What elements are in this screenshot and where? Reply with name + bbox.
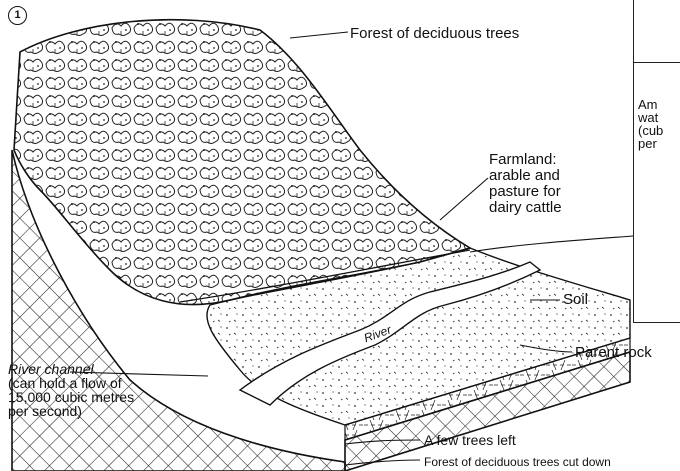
label-river-channel-title: River channel [8,362,134,376]
label-soil: Soil [563,292,588,307]
inset-divider [633,62,680,63]
label-river-channel-line: 15,000 cubic metres [8,390,134,404]
inset-line: per [638,137,663,150]
label-farmland-line: Farmland: [489,152,562,168]
inset-text: Am wat (cub per [638,98,663,150]
label-trees-cut-down: Forest of deciduous trees cut down [424,456,611,468]
label-farmland-line: dairy cattle [489,200,562,216]
label-few-trees: A few trees left [424,433,516,448]
label-river-channel-line: (can hold a flow of [8,376,134,390]
forest-slope [14,20,470,305]
label-river-channel: River channel (can hold a flow of 15,000… [8,362,134,418]
label-farmland-line: arable and [489,168,562,184]
inset-panel [633,0,680,323]
label-parent-rock: Parent rock [575,345,652,360]
figure-number-badge: 1 [8,6,27,25]
label-river-channel-line: per second) [8,404,134,418]
label-farmland-line: pasture for [489,184,562,200]
label-forest: Forest of deciduous trees [350,26,519,41]
label-farmland: Farmland: arable and pasture for dairy c… [489,152,562,216]
